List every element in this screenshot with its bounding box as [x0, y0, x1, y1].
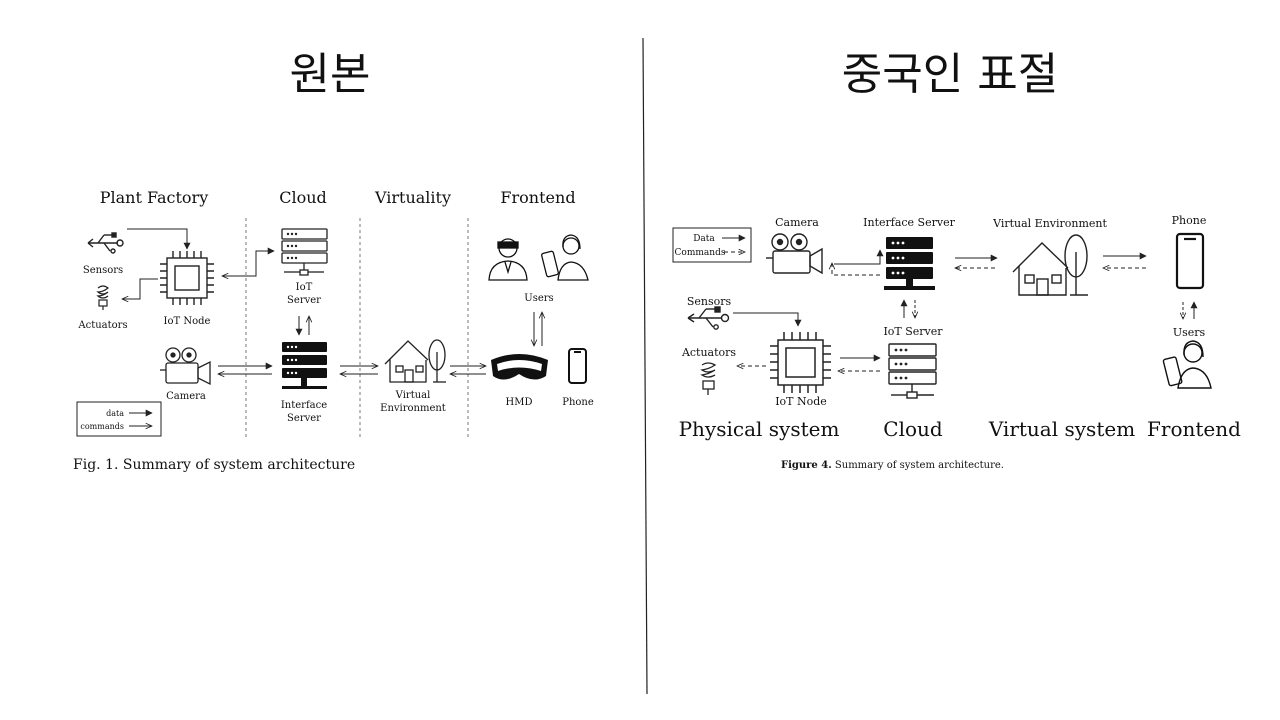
section-physical-system: Physical system [679, 417, 840, 441]
server-icon [281, 228, 328, 276]
camera-icon [160, 347, 211, 386]
chip-icon [770, 332, 831, 393]
virtual-environment-label: Virtual Environment [992, 217, 1107, 230]
users-label: Users [524, 293, 553, 304]
user-icon [488, 238, 528, 281]
chip-icon [160, 251, 214, 305]
phone-icon [568, 348, 587, 384]
phone-icon [1175, 232, 1205, 290]
legend-commands-label: Commands [675, 248, 726, 258]
legend-box [76, 401, 162, 437]
left-slide-title: 원본 [289, 49, 371, 100]
phone-label: Phone [562, 397, 594, 408]
legend-data-label: Data [693, 234, 715, 244]
legend-box [672, 227, 752, 263]
right-slide-title: 중국인 표절 [841, 49, 1059, 100]
server-icon [282, 342, 327, 389]
section-cloud: Cloud [279, 188, 327, 207]
copy-caption: Figure 4. Summary of system architecture… [781, 460, 1004, 471]
interface-to-camera-arrow [832, 263, 880, 276]
copy-caption-bold: Figure 4. [781, 460, 832, 471]
hmd-label: HMD [506, 397, 533, 408]
copy-caption-text: Summary of system architecture. [832, 460, 1004, 471]
house-icon [1012, 234, 1088, 296]
node-iot-server-arrow [222, 251, 274, 276]
sensors-label: Sensors [687, 295, 732, 308]
house-icon [384, 339, 446, 383]
iot-server-label-1: IoT [296, 282, 313, 293]
iot-node-label: IoT Node [164, 316, 211, 327]
camera-icon [766, 233, 823, 275]
section-virtual-system: Virtual system [988, 417, 1135, 441]
node-to-actuators-arrow [122, 278, 158, 299]
bulb-icon [700, 362, 717, 395]
section-frontend: Frontend [500, 188, 575, 207]
bulb-icon [96, 285, 109, 310]
user-icon [541, 234, 589, 281]
iot-node-label: IoT Node [775, 395, 827, 408]
section-frontend: Frontend [1147, 417, 1241, 441]
section-cloud: Cloud [883, 417, 943, 441]
camera-label: Camera [775, 216, 819, 229]
virtual-env-label-2: Environment [380, 403, 446, 414]
sensors-to-node-arrow [733, 312, 802, 327]
iot-server-label: IoT Server [883, 325, 943, 338]
interface-server-label: Interface Server [863, 216, 955, 229]
actuators-label: Actuators [77, 320, 127, 331]
interface-server-label-2: Server [287, 413, 321, 424]
section-virtuality: Virtuality [374, 188, 451, 207]
camera-label: Camera [166, 391, 206, 402]
camera-to-interface-arrow [834, 249, 884, 265]
original-caption: Fig. 1. Summary of system architecture [73, 457, 355, 473]
sensors-label: Sensors [83, 265, 123, 276]
headset-icon [491, 354, 548, 380]
usb-icon [687, 306, 730, 330]
virtual-env-label-1: Virtual [395, 390, 431, 401]
legend-commands-label: commands [80, 422, 124, 431]
legend-data-label: data [106, 409, 124, 418]
server-icon [888, 343, 937, 399]
interface-server-label-1: Interface [281, 400, 327, 411]
usb-icon [87, 232, 124, 254]
section-plant-factory: Plant Factory [100, 188, 209, 207]
user-icon [1162, 340, 1212, 389]
actuators-label: Actuators [681, 346, 736, 359]
phone-label: Phone [1172, 214, 1207, 227]
iot-server-label-2: Server [287, 295, 321, 306]
users-label: Users [1173, 326, 1206, 339]
sensors-to-node-arrow [127, 228, 191, 250]
server-icon [884, 237, 935, 290]
